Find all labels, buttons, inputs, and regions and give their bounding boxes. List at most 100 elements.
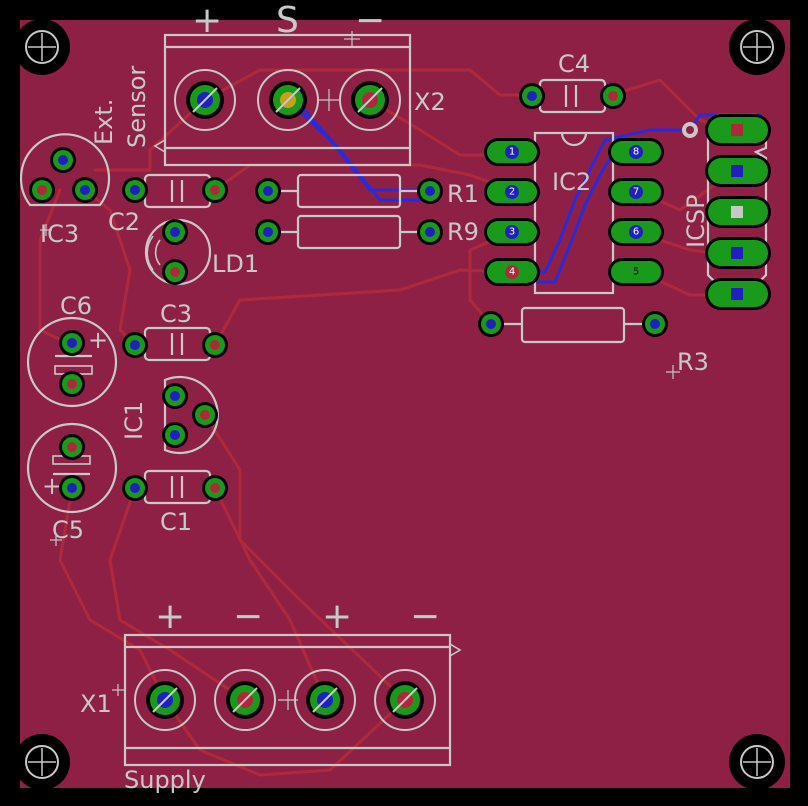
ext-label: Ext.: [90, 99, 118, 145]
c6-polarity-mark: +: [88, 326, 108, 354]
mounting-hole-bottom-right[interactable]: [729, 734, 785, 790]
origin-markers: [40, 31, 680, 710]
ic2-pin-3-number: 3: [509, 227, 515, 238]
x2-minus-label: −: [355, 0, 385, 41]
x2-reference-label: X2: [414, 88, 446, 116]
r9-pad-1: [255, 219, 281, 245]
terminal-block-x1[interactable]: + − + − X1 Supply: [80, 596, 462, 794]
ic2-pad-3[interactable]: 3: [484, 218, 540, 246]
ic2-pin-2-number: 2: [509, 187, 515, 198]
x1-reference-label: X1: [80, 690, 112, 718]
x2-pad-1[interactable]: [174, 69, 236, 131]
mounting-hole-top-left[interactable]: [14, 19, 70, 75]
ic3-pad-1[interactable]: [29, 177, 55, 203]
c2-pad-1: [122, 177, 148, 203]
x2-signal-label: S: [276, 0, 299, 41]
ic1-pad-in: [192, 402, 218, 428]
mounting-hole-top-right[interactable]: [729, 19, 785, 75]
ic2-pin-5-number: 5: [633, 267, 639, 278]
r1-pad-1: [255, 178, 281, 204]
c4-pad-2: [600, 83, 626, 109]
via[interactable]: [682, 122, 698, 138]
icsp-reference-label: ICSP: [682, 194, 710, 248]
c5-pad-minus: [59, 434, 85, 460]
ic1-pad-out: [162, 383, 188, 409]
x1-pad-1[interactable]: [134, 669, 196, 731]
ic2-pad-4[interactable]: 4: [484, 258, 540, 286]
icsp-pad-2: [705, 155, 771, 187]
c3-reference-label: C3: [160, 300, 192, 328]
resistor-r1[interactable]: R1: [255, 173, 479, 209]
ld1-pad-anode: [162, 219, 188, 245]
capacitor-c6[interactable]: + C6: [26, 292, 118, 408]
c3-pad-1: [122, 332, 148, 358]
ic3-regulator[interactable]: IC3: [19, 133, 111, 248]
resistor-r3[interactable]: R3: [478, 306, 709, 376]
c4-reference-label: C4: [558, 50, 590, 78]
x1-minus-label-2: −: [410, 596, 440, 637]
ic2-pin-7-number: 7: [633, 187, 639, 198]
c5-polarity-mark: +: [42, 472, 62, 500]
x2-plus-label: +: [192, 0, 222, 41]
x2-pad-2[interactable]: [257, 69, 319, 131]
terminal-block-x2[interactable]: + S − X2: [153, 0, 446, 167]
c5-pad-plus: [59, 475, 85, 501]
ld1-pad-cathode: [162, 259, 188, 285]
capacitor-c4[interactable]: C4: [519, 50, 626, 114]
ic2-pad-6[interactable]: 6: [608, 218, 664, 246]
led-ld1[interactable]: LD1: [144, 218, 259, 286]
c1-reference-label: C1: [160, 508, 192, 536]
supply-label: Supply: [124, 766, 206, 794]
sensor-label: Sensor: [123, 66, 151, 148]
x1-plus-label-1: +: [155, 596, 185, 637]
mounting-hole-bottom-left[interactable]: [14, 734, 70, 790]
ic2-pad-7[interactable]: 7: [608, 178, 664, 206]
r3-pad-2: [642, 311, 668, 337]
ic2-pin-8-number: 8: [633, 147, 639, 158]
ic2-pad-8[interactable]: 8: [608, 138, 664, 166]
r3-pad-1: [478, 311, 504, 337]
c6-pad-plus: [59, 330, 85, 356]
capacitor-c5[interactable]: + C5: [26, 422, 118, 544]
ic3-pad-2[interactable]: [50, 147, 76, 173]
c4-pad-1: [519, 83, 545, 109]
ic2-pad-2[interactable]: 2: [484, 178, 540, 206]
r1-reference-label: R1: [447, 180, 479, 208]
ic2-dip8[interactable]: IC2 1 2 3 4 5 6 7 8: [484, 131, 664, 295]
c2-reference-label: C2: [108, 208, 140, 236]
x1-minus-label-1: −: [233, 596, 263, 637]
capacitor-c1[interactable]: C1: [122, 469, 228, 536]
icsp-header[interactable]: ICSP: [682, 113, 771, 310]
ic2-pad-5[interactable]: 5: [608, 258, 664, 286]
ic2-pin-1-number: 1: [509, 147, 515, 158]
c1-pad-2: [202, 475, 228, 501]
r9-reference-label: R9: [447, 218, 479, 246]
icsp-pad-1: [705, 114, 771, 146]
ic1-pad-gnd: [162, 422, 188, 448]
icsp-pad-3: [705, 196, 771, 228]
capacitor-c3[interactable]: C3: [122, 300, 228, 362]
icsp-pad-5: [705, 278, 771, 310]
r3-reference-label: R3: [677, 348, 709, 376]
ic3-pad-3[interactable]: [72, 177, 98, 203]
x2-pad-3[interactable]: [339, 69, 401, 131]
c6-pad-minus: [59, 371, 85, 397]
r1-pad-2: [417, 178, 443, 204]
x1-pad-4[interactable]: [374, 669, 436, 731]
capacitor-c2[interactable]: C2: [108, 173, 228, 236]
c2-pad-2: [202, 177, 228, 203]
c5-reference-label: C5: [52, 516, 84, 544]
ic2-pin-4-number: 4: [509, 267, 515, 278]
ic1-reference-label: IC1: [120, 401, 148, 440]
resistor-r9[interactable]: R9: [255, 214, 479, 250]
ic2-reference-label: IC2: [552, 168, 591, 196]
x1-pad-2[interactable]: [214, 669, 276, 731]
ic1-regulator[interactable]: IC1: [120, 375, 219, 455]
x1-plus-label-2: +: [322, 596, 352, 637]
r9-pad-2: [417, 219, 443, 245]
icsp-pad-4: [705, 237, 771, 269]
c6-reference-label: C6: [60, 292, 92, 320]
ld1-reference-label: LD1: [212, 250, 259, 278]
ic2-pad-1[interactable]: 1: [484, 138, 540, 166]
c1-pad-1: [122, 475, 148, 501]
